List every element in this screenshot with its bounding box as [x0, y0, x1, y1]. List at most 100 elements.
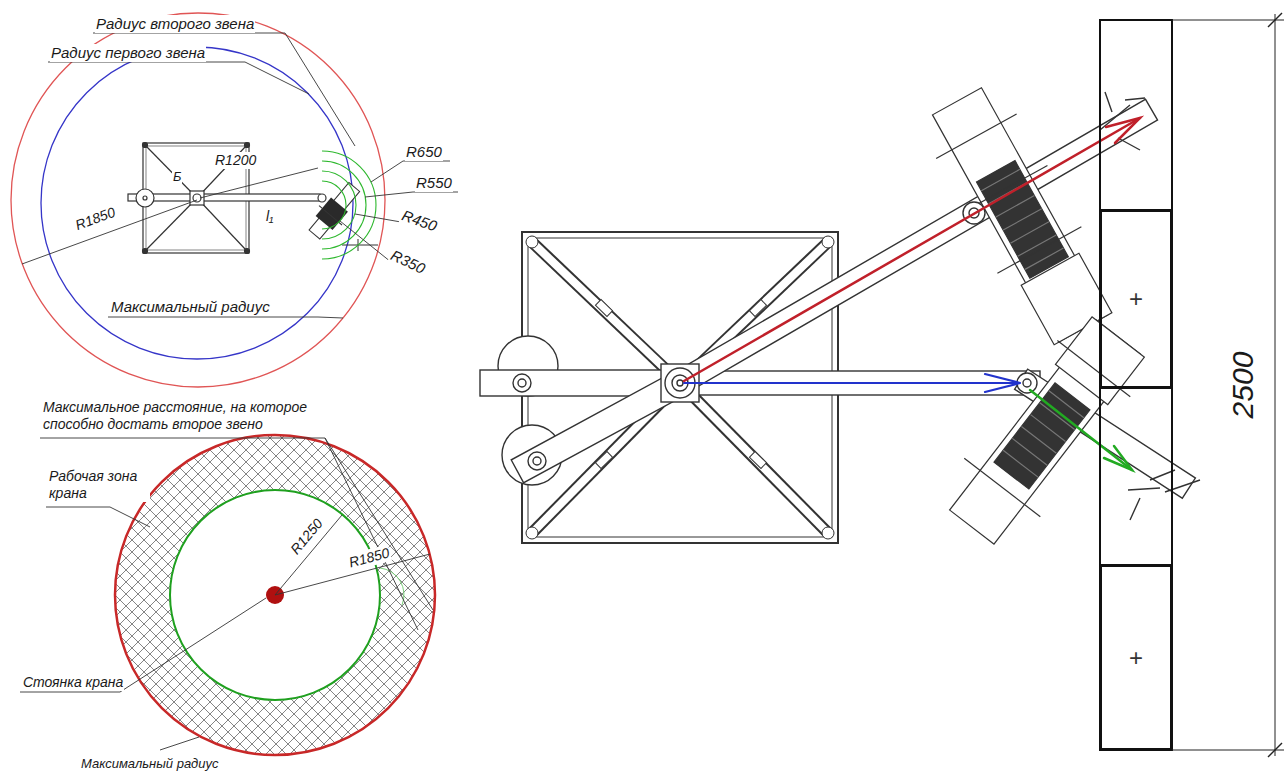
second-link-arcs-part — [322, 161, 366, 249]
small-crane-plan-part — [245, 143, 250, 148]
diagonal-braces-part-part — [595, 300, 612, 317]
work-zone-ring-part — [115, 435, 435, 755]
counterweight-arms-part — [518, 379, 526, 387]
small-crane-plan-part — [136, 189, 154, 207]
tool-assembly-part — [1003, 391, 1084, 477]
callout-label-box: Рабочая зона крана — [48, 468, 150, 502]
dimension-line — [1172, 13, 1284, 757]
leader-lines-part — [108, 317, 343, 318]
work-zone-ring — [115, 435, 435, 755]
grippers-part — [1128, 470, 1200, 520]
leader-lines-part — [275, 515, 342, 595]
reach-arrows-part-part — [1104, 446, 1132, 470]
tool-assembly-part — [981, 169, 1063, 269]
radius-dimension: R550 — [415, 174, 453, 192]
leader-lines — [22, 33, 458, 318]
joints-part — [1023, 379, 1031, 387]
radius-dimension-box: R550 — [415, 173, 453, 192]
small-crane-plan — [128, 143, 326, 254]
counterweight-arms-part — [513, 374, 531, 392]
leader-lines-part — [46, 507, 150, 527]
cell-mark: + — [1129, 644, 1143, 672]
diagonal-braces-part-part — [822, 236, 834, 248]
small-crane-plan-part — [143, 143, 148, 148]
small-crane-plan-part — [146, 198, 197, 250]
small-crane-plan-part — [143, 196, 147, 200]
leader-lines-part — [355, 214, 401, 222]
reach-circles — [11, 13, 385, 387]
tool-assembly-part — [936, 114, 1016, 159]
reach-arrows-part — [1030, 390, 1132, 470]
radius-dimension-box: R650 — [405, 142, 443, 161]
leader-lines — [20, 438, 433, 750]
leader-lines-part — [20, 598, 266, 692]
length-mark-box: l₁ — [265, 206, 275, 225]
dimension-line-part — [1172, 750, 1284, 751]
radius-dimension-box: R350 — [387, 245, 429, 278]
point-letter-box: Б — [172, 166, 182, 185]
reach-arrows-part-part — [684, 382, 1020, 384]
dimension-value: 2500 — [1225, 351, 1261, 420]
dimension-line-part — [1275, 14, 1276, 756]
small-crane-plan-part — [146, 146, 197, 198]
callout-label: Радиус первого звена — [50, 44, 206, 62]
leader-lines-part — [365, 192, 458, 197]
leader-lines-part — [48, 62, 309, 94]
small-gripper-part — [342, 245, 378, 246]
callout-label: Рабочая зона крана — [48, 468, 150, 502]
radius-dimension: R450 — [399, 206, 441, 236]
counterweight-arms-part — [533, 457, 541, 465]
reach-arrows-part-part — [1030, 390, 1132, 470]
strip-cell: + — [1100, 565, 1172, 750]
leader-lines-part — [22, 200, 197, 264]
dimension-line-part — [1268, 13, 1282, 27]
second-link-arcs-part — [322, 151, 376, 259]
small-crane-plan-part — [197, 198, 246, 250]
diagonal-braces-part-part — [526, 236, 538, 248]
reach-circles-part — [41, 47, 353, 359]
radius-dimension: R1850 — [72, 203, 118, 234]
callout-label-box: Максимальный радиус — [110, 297, 271, 316]
joints — [661, 202, 1037, 402]
second-link-arcs-part — [322, 171, 356, 239]
leader-lines-part — [160, 737, 199, 750]
reach-circles-part — [11, 13, 385, 387]
tool-assembly-part — [997, 227, 1081, 274]
tool-assembly-part — [964, 458, 1040, 517]
grippers-part — [1100, 92, 1145, 150]
length-mark: l₁ — [265, 208, 275, 225]
small-crane-plan-part — [245, 249, 250, 254]
small-tool-part — [316, 198, 348, 231]
callout-label-box: Радиус первого звена — [50, 43, 206, 62]
dimension-value-box: 2500 — [1225, 351, 1261, 420]
callout-label: Максимальный радиус — [80, 756, 220, 772]
second-link-arcs-part — [322, 181, 346, 229]
radius-dimension: R1200 — [214, 152, 257, 169]
callout-label-box: Радиус второго звена — [95, 14, 255, 33]
joints-part — [677, 380, 683, 386]
leader-lines-part — [325, 438, 418, 630]
counterweight-arms-part — [528, 452, 546, 470]
dimension-line-part — [1268, 743, 1282, 757]
radius-dimension-box: R450 — [398, 205, 440, 236]
reach-arrows-part — [684, 118, 1140, 381]
reach-arrows — [684, 118, 1140, 470]
callout-label: Максимальное расстояние, на которое спос… — [42, 399, 334, 433]
counterweight-arms — [480, 336, 686, 485]
radius-dimension: R350 — [387, 246, 429, 278]
reach-arrows-part-part — [985, 374, 1020, 392]
conveyor-strip — [1100, 20, 1172, 750]
diagonal-braces-part-part — [526, 527, 538, 539]
diagonal-braces-part-part — [680, 383, 828, 533]
leader-lines-part — [325, 438, 433, 610]
small-crane-plan-part — [128, 194, 320, 201]
diagonal-braces-part-part — [684, 387, 825, 530]
small-crane-plan-part — [318, 194, 326, 202]
radius-dimension-box: R1250 — [285, 513, 328, 558]
small-crane-plan-part — [190, 191, 204, 205]
second-link-arcs — [322, 151, 376, 259]
point-letter: Б — [172, 169, 182, 185]
radius-dimension: R1250 — [286, 515, 327, 559]
diagonal-braces-part-part — [749, 452, 766, 469]
